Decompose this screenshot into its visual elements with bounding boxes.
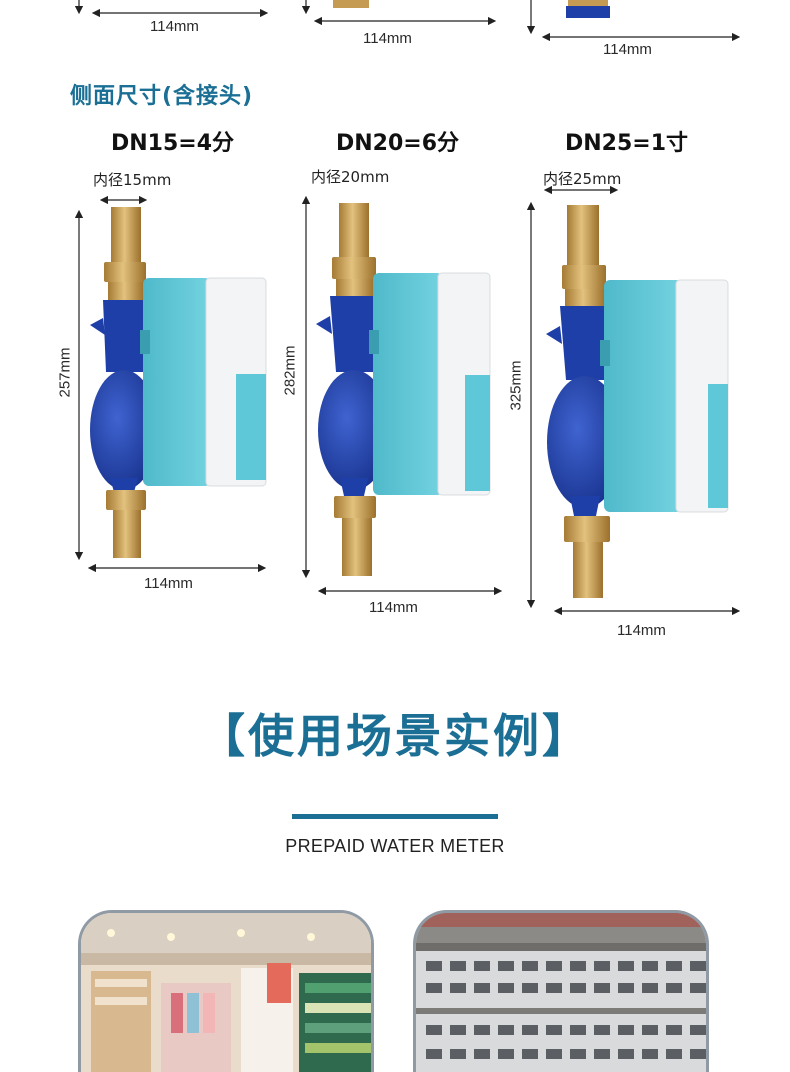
section-title: 侧面尺寸(含接头) [70,84,254,109]
store-interior-image [81,913,371,1072]
banner-left-bracket: 【 [199,709,248,763]
model-title-dn25: DN25=1寸 [565,131,689,156]
inner-diameter-label-dn25: 内径25mm [543,170,622,188]
meter-dn20 [301,195,503,596]
banner-right-bracket: 】 [542,709,591,763]
top-dimension-lines [74,0,741,42]
width-label-dn20: 114mm [369,599,418,616]
meter-dn25 [526,185,741,616]
width-label-dn15: 114mm [144,575,193,592]
meter-illustrations [74,185,741,616]
top-width-label-1: 114mm [150,18,199,35]
inner-diameter-label-dn15: 内径15mm [93,171,172,189]
model-title-dn20: DN20=6分 [336,131,460,156]
banner-subtitle: PREPAID WATER METER [285,836,505,856]
usage-scenario-banner: 【使用场景实例】 [0,700,790,766]
inner-diameter-label-dn20: 内径20mm [311,168,390,186]
banner-text: 使用场景实例 [248,709,542,763]
top-width-label-3: 114mm [603,41,652,58]
scenario-photo-store [78,910,374,1072]
width-label-dn25: 114mm [617,622,666,639]
top-width-label-2: 114mm [363,30,412,47]
meter-dn15 [74,195,267,573]
residential-buildings-image [416,913,706,1072]
height-label-dn25: 325mm [507,360,525,411]
scenario-photo-buildings [413,910,709,1072]
model-title-dn15: DN15=4分 [111,131,235,156]
height-label-dn15: 257mm [56,347,74,398]
banner-divider [292,814,498,819]
height-label-dn20: 282mm [281,345,299,396]
